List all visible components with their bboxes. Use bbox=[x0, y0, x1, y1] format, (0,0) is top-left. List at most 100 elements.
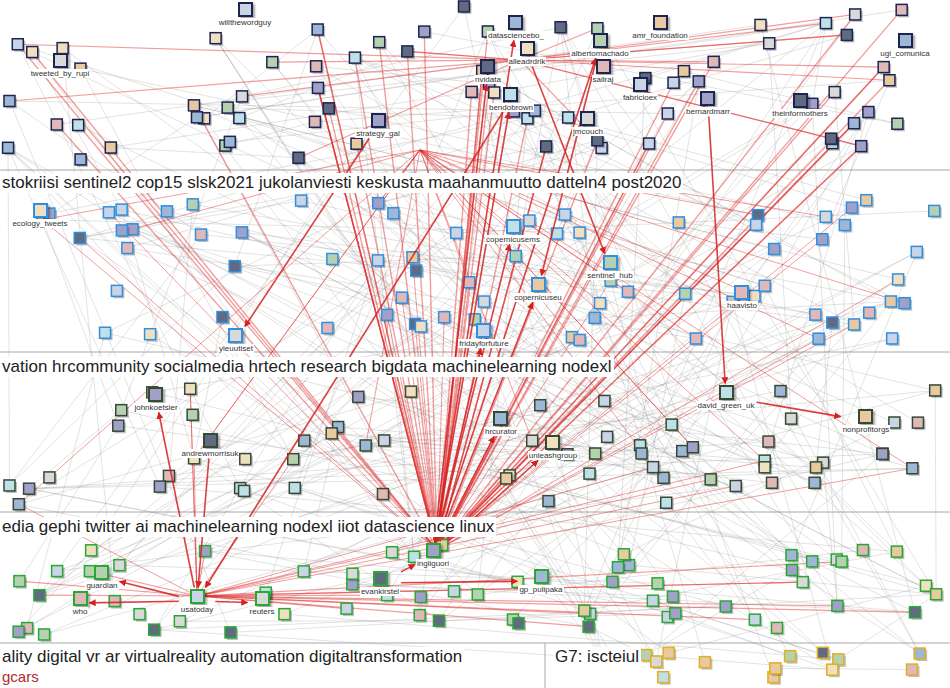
vertex-icon bbox=[759, 280, 770, 291]
backdrop-vertex bbox=[914, 648, 927, 661]
vertex-icon bbox=[700, 91, 715, 106]
user-vertex: albertomachado bbox=[570, 33, 629, 58]
backdrop-edge bbox=[318, 88, 437, 550]
backdrop-edge bbox=[91, 144, 356, 551]
backdrop-vertex bbox=[239, 485, 252, 498]
backdrop-vertex bbox=[439, 312, 452, 325]
vertex-icon bbox=[769, 244, 780, 255]
vertex-icon bbox=[899, 298, 910, 309]
vertex-icon bbox=[94, 565, 109, 580]
vertex-icon bbox=[39, 629, 50, 640]
backdrop-vertex bbox=[730, 481, 743, 494]
backdrop-vertex bbox=[188, 100, 201, 113]
backdrop-edge bbox=[478, 550, 863, 594]
vertex-icon bbox=[75, 154, 86, 165]
vertex-icon bbox=[563, 112, 574, 123]
backdrop-vertex bbox=[229, 261, 242, 274]
backdrop-vertex bbox=[374, 37, 387, 50]
backdrop-vertex bbox=[510, 251, 523, 264]
user-vertex: usatoday bbox=[180, 589, 214, 614]
backdrop-edge bbox=[838, 594, 936, 659]
backdrop-vertex bbox=[764, 38, 777, 51]
backdrop-vertex bbox=[673, 217, 686, 230]
vertex-icon bbox=[673, 217, 684, 228]
vertex-icon bbox=[584, 468, 595, 479]
backdrop-edge bbox=[8, 148, 160, 487]
vertex-label: jmcouch bbox=[572, 127, 604, 136]
vertex-icon bbox=[234, 113, 245, 124]
user-vertex: tweeted_by_rupi bbox=[30, 53, 91, 78]
backdrop-edge bbox=[133, 229, 913, 468]
backdrop-edge bbox=[780, 391, 919, 653]
retweet-edge bbox=[435, 41, 514, 542]
backdrop-vertex bbox=[414, 610, 427, 623]
vertex-icon bbox=[174, 616, 185, 627]
vertex-icon bbox=[298, 566, 309, 577]
vertex-icon bbox=[579, 605, 590, 616]
backdrop-edge bbox=[32, 52, 882, 454]
backdrop-vertex bbox=[185, 383, 198, 396]
vertex-label: willthewordguy bbox=[218, 18, 272, 27]
backdrop-vertex bbox=[113, 420, 126, 433]
backdrop-vertex bbox=[309, 116, 322, 129]
vertex-icon bbox=[513, 618, 524, 629]
vertex-icon bbox=[785, 651, 796, 662]
backdrop-vertex bbox=[836, 556, 849, 569]
backdrop-vertex bbox=[174, 616, 187, 629]
vertex-icon bbox=[388, 208, 399, 219]
group-divider bbox=[545, 643, 546, 688]
backdrop-vertex bbox=[770, 663, 783, 676]
retweet-edge bbox=[401, 565, 415, 572]
backdrop-edge bbox=[561, 27, 920, 653]
backdrop-edge bbox=[675, 613, 790, 656]
group-header: stokriisi sentinel2 cop15 slsk2021 jukol… bbox=[0, 173, 683, 193]
vertex-icon bbox=[596, 59, 611, 74]
vertex-icon bbox=[820, 18, 831, 29]
vertex-label: tweeted_by_rupi bbox=[30, 69, 91, 78]
user-vertex: willthewordguy bbox=[218, 2, 272, 27]
backdrop-edge bbox=[421, 279, 898, 597]
backdrop-vertex bbox=[658, 672, 671, 685]
backdrop-vertex bbox=[751, 219, 764, 232]
backdrop-vertex bbox=[832, 600, 845, 613]
vertex-icon bbox=[850, 9, 861, 20]
backdrop-vertex bbox=[134, 609, 147, 622]
backdrop-edge bbox=[520, 60, 714, 62]
backdrop-vertex bbox=[699, 657, 712, 670]
backdrop-edge bbox=[355, 58, 437, 550]
vertex-icon bbox=[912, 417, 923, 428]
group-header: edia gephi twitter ai machinelearning no… bbox=[0, 517, 496, 537]
vertex-icon bbox=[693, 76, 704, 87]
vertex-icon bbox=[797, 577, 808, 588]
vertex-icon bbox=[829, 87, 840, 98]
backdrop-vertex bbox=[145, 329, 158, 342]
vertex-icon bbox=[849, 118, 860, 129]
vertex-icon bbox=[188, 100, 199, 111]
backdrop-vertex bbox=[451, 227, 464, 240]
vertex-icon bbox=[479, 296, 490, 307]
vertex-icon bbox=[770, 663, 781, 674]
vertex-icon bbox=[892, 118, 903, 129]
vertex-label: strategy_gal bbox=[355, 129, 401, 138]
vertex-icon bbox=[312, 82, 323, 93]
backdrop-edge bbox=[111, 92, 472, 148]
vertex-icon bbox=[489, 87, 500, 98]
backdrop-vertex bbox=[44, 472, 57, 485]
vertex-icon bbox=[559, 209, 570, 220]
backdrop-edge bbox=[792, 252, 917, 555]
vertex-icon bbox=[574, 227, 585, 238]
backdrop-vertex bbox=[12, 39, 25, 52]
user-vertex: fridayforfuture bbox=[458, 323, 509, 348]
vertex-label: fabricioex bbox=[622, 93, 658, 102]
vertex-icon bbox=[323, 103, 334, 114]
vertex-label: unleashgroup bbox=[528, 451, 578, 460]
vertex-icon bbox=[105, 142, 116, 153]
backdrop-edge bbox=[8, 148, 383, 494]
vertex-icon bbox=[4, 480, 15, 491]
vertex-icon bbox=[755, 19, 766, 30]
backdrop-vertex bbox=[415, 321, 428, 334]
vertex-icon bbox=[379, 435, 390, 446]
backdrop-vertex bbox=[864, 307, 877, 320]
vertex-label: who bbox=[72, 607, 89, 616]
backdrop-vertex bbox=[817, 234, 830, 247]
